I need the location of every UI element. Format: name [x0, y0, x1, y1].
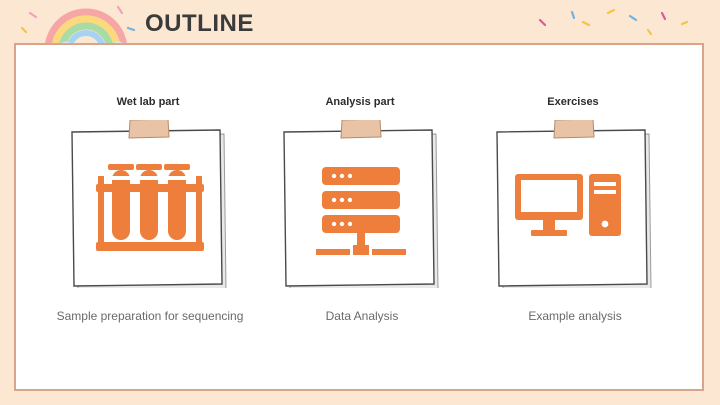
- card-wet-lab: [68, 120, 228, 288]
- test-tubes-icon: [96, 164, 204, 251]
- card-heading-analysis: Analysis part: [325, 96, 395, 108]
- card-analysis: [280, 120, 440, 288]
- card-exercises: [493, 120, 653, 288]
- desktop-computer-icon: [515, 174, 621, 236]
- card-heading-wet-lab: Wet lab part: [116, 96, 180, 108]
- page-title: OUTLINE: [145, 10, 254, 37]
- card-caption-analysis: Data Analysis: [325, 309, 399, 323]
- server-icon: [316, 167, 406, 255]
- card-caption-exercises: Example analysis: [528, 309, 622, 323]
- card-caption-wet-lab: Sample preparation for sequencing: [56, 309, 244, 323]
- card-heading-exercises: Exercises: [547, 96, 599, 108]
